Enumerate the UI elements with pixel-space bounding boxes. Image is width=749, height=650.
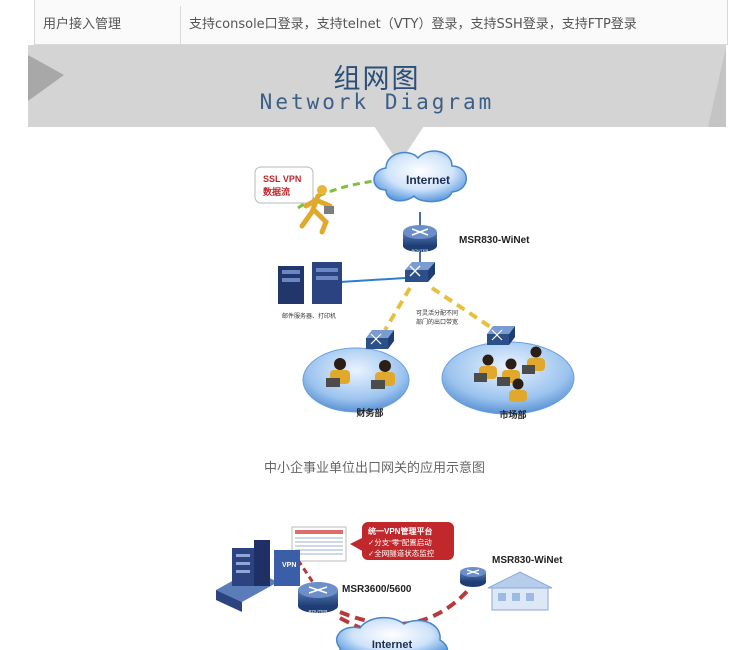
branch-router-name: MSR830-WiNet — [492, 555, 563, 566]
router-name: MSR830-WiNet — [459, 235, 530, 246]
finance-users-icon — [326, 358, 395, 389]
server-icon — [278, 262, 342, 304]
vpn-platform-item2: ✓全网隧道状态监控 — [368, 548, 435, 558]
bandwidth-line1: 可灵活分配不同 — [416, 309, 458, 317]
banner-title: 组网图 — [333, 64, 421, 95]
network-diagram-banner: 组网图 Network Diagram — [28, 45, 726, 127]
internet-label: Internet — [406, 173, 450, 187]
ssl-vpn-link — [297, 178, 386, 210]
server-link — [339, 277, 406, 283]
internet-cloud-icon-2 — [335, 616, 449, 650]
ssl-vpn-callout: SSL VPN 数据流 — [254, 166, 314, 204]
vpn-platform-callout: 统一VPN管理平台 ✓分支“零”配置启动 ✓全网隧道状态监控 — [350, 522, 454, 560]
branch-office-icon — [487, 571, 553, 611]
vpn-platform-item1: ✓分支“零”配置启动 — [368, 537, 432, 547]
banner-subtitle: Network Diagram — [259, 90, 495, 114]
vpn-tunnel-1 — [339, 586, 472, 627]
core-switch-icon — [405, 262, 435, 282]
router-tag: ROUTER — [412, 248, 429, 253]
internet-cloud-icon — [373, 150, 467, 203]
market-label: 市场部 — [499, 409, 526, 420]
market-users-icon — [474, 346, 545, 402]
finance-switch-icon — [366, 330, 394, 349]
router-icon — [403, 225, 437, 252]
market-switch-icon — [487, 326, 515, 345]
finance-link — [383, 286, 412, 332]
hq-router-name: MSR3600/5600 — [342, 584, 412, 595]
vpn-device-tag: VPN — [282, 562, 296, 569]
bandwidth-line2: 部门的出口带宽 — [416, 318, 458, 326]
spec-value: 支持console口登录，支持telnet（VTY）登录，支持SSH登录，支持F… — [189, 17, 637, 32]
vpn-platform-title: 统一VPN管理平台 — [368, 526, 432, 536]
servers-label: 邮件服务器、打印机 — [282, 312, 336, 320]
banner-decoration — [28, 47, 726, 127]
hq-router-tag: ROUTER — [309, 609, 329, 614]
internet-label-2: Internet — [372, 639, 413, 650]
branch-router-icon — [460, 567, 486, 587]
mobile-user-icon — [299, 185, 334, 235]
ssl-flow-label: 数据流 — [263, 186, 290, 197]
banner-pointer — [374, 126, 424, 164]
spec-table-row: 用户接入管理 支持console口登录，支持telnet（VTY）登录，支持SS… — [34, 0, 728, 45]
diagram-caption: 中小企事业单位出口网关的应用示意图 — [263, 461, 485, 476]
spec-key: 用户接入管理 — [35, 6, 181, 44]
vpn-platform-screenshot — [291, 526, 347, 562]
finance-label: 财务部 — [355, 407, 383, 418]
market-link — [430, 286, 497, 332]
hq-router-icon — [298, 582, 338, 613]
ssl-vpn-label: SSL VPN — [263, 174, 301, 184]
headquarters-building-icon — [216, 540, 300, 612]
